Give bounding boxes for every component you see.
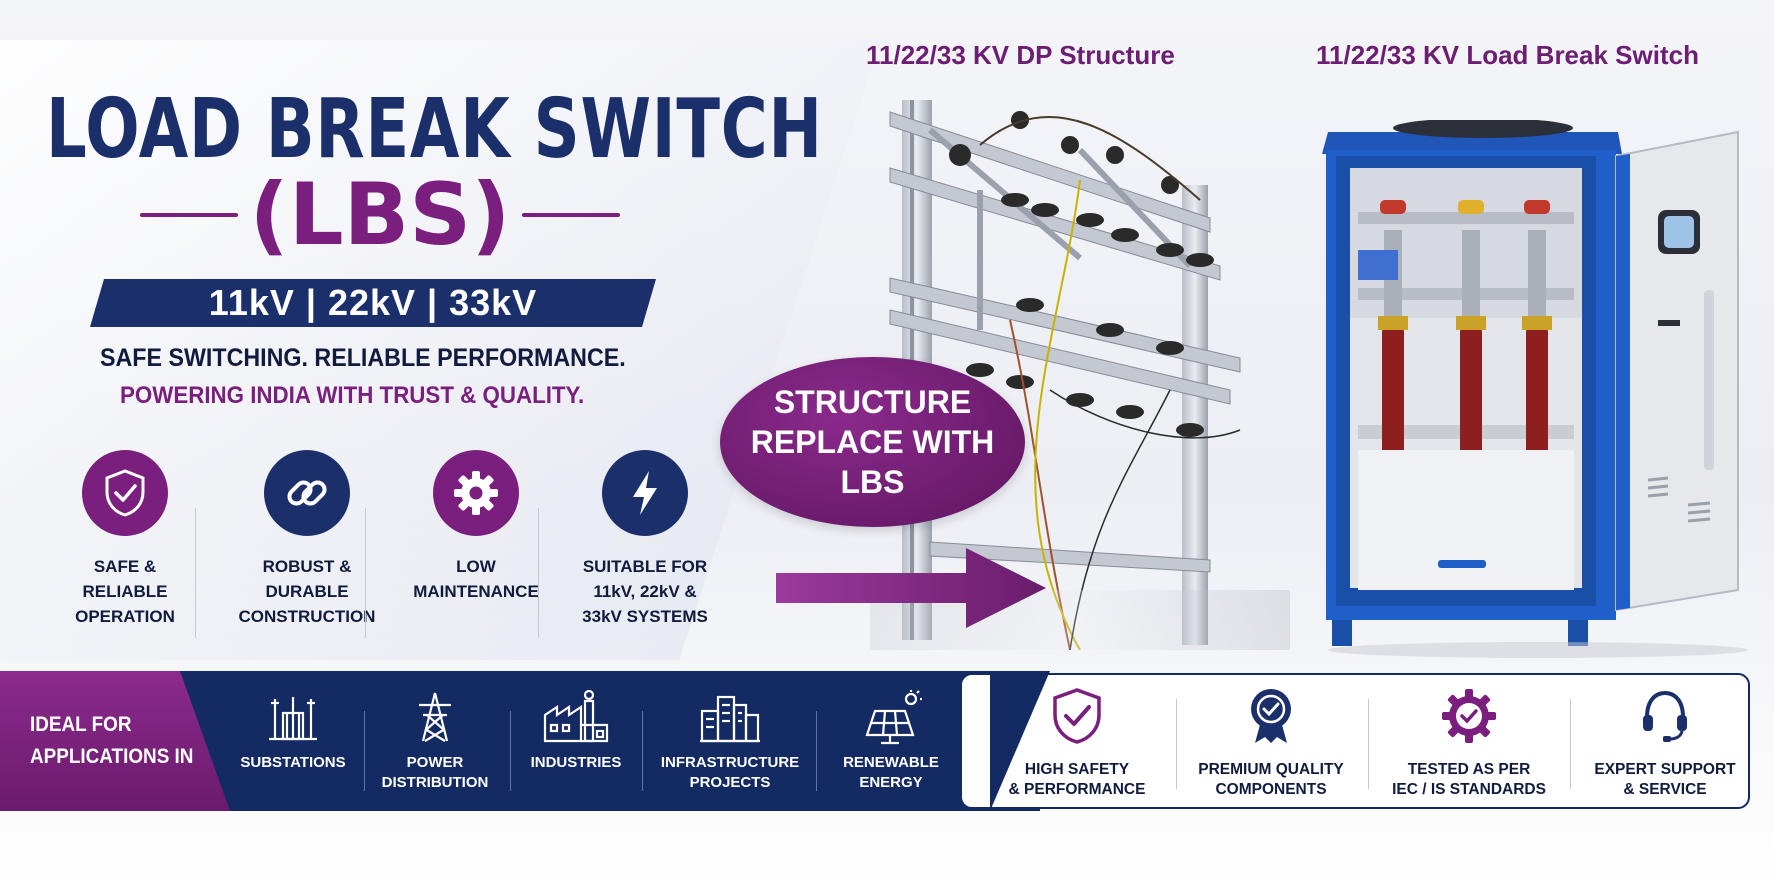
substation-icon <box>269 697 317 741</box>
label-line: 33kV SYSTEMS <box>582 607 708 626</box>
label-line: & PERFORMANCE <box>1008 781 1146 798</box>
feature-divider <box>538 508 539 638</box>
application-label: SUBSTATIONS <box>218 753 368 773</box>
quality-item: HIGH SAFETY & PERFORMANCE <box>982 687 1172 800</box>
label-line: APPLICATIONS IN <box>30 745 194 768</box>
application-divider <box>816 711 817 791</box>
buildings-icon <box>700 695 760 743</box>
quality-label: EXPERT SUPPORT & SERVICE <box>1570 760 1760 800</box>
label-line: SUBSTATIONS <box>240 754 346 771</box>
lbs-heading: 11/22/33 KV Load Break Switch <box>1316 40 1699 70</box>
callout-line: REPLACE WITH <box>750 424 995 460</box>
application-item: POWER DISTRIBUTION <box>360 689 510 793</box>
headset-icon <box>1643 690 1687 742</box>
label-line: CONSTRUCTION <box>238 607 376 626</box>
feature-divider <box>365 508 366 638</box>
feature-item: LOW MAINTENANCE <box>391 450 561 604</box>
label-line: IEC / IS STANDARDS <box>1392 781 1546 798</box>
application-divider <box>510 711 511 791</box>
label-line: INFRASTRUCTURE <box>660 754 800 771</box>
callout-line: STRUCTURE <box>773 384 972 420</box>
application-label: INDUSTRIES <box>501 753 651 773</box>
feature-divider <box>195 508 196 638</box>
application-divider <box>364 711 365 791</box>
gear-icon <box>433 450 519 536</box>
feature-item: SAFE & RELIABLE OPERATION <box>40 450 210 629</box>
quality-item: EXPERT SUPPORT & SERVICE <box>1570 687 1760 800</box>
application-item: INFRASTRUCTURE PROJECTS <box>655 689 805 793</box>
page-title: LOAD BREAK SWITCH <box>46 82 823 177</box>
application-divider <box>642 711 643 791</box>
label-line: EXPERT SUPPORT <box>1594 761 1736 778</box>
callout-line: LBS <box>840 464 905 500</box>
label-line: INDUSTRIES <box>530 754 622 771</box>
feature-label: SAFE & RELIABLE OPERATION <box>40 554 210 629</box>
quality-label: PREMIUM QUALITY COMPONENTS <box>1176 760 1366 800</box>
label-line: COMPONENTS <box>1215 781 1327 798</box>
application-label: RENEWABLE ENERGY <box>816 753 966 793</box>
shield-check-icon <box>1053 688 1101 744</box>
subtitle-dash-right <box>522 213 620 217</box>
label-line: IDEAL FOR <box>30 713 132 736</box>
shield-check-icon <box>82 450 168 536</box>
label-line: HIGH SAFETY <box>1024 761 1130 778</box>
label-line: ENERGY <box>859 774 923 791</box>
voltage-banner: 11kV | 22kV | 33kV <box>90 279 656 327</box>
quality-label: HIGH SAFETY & PERFORMANCE <box>982 760 1172 800</box>
feature-list: SAFE & RELIABLE OPERATION ROBUST & DURABLE C… <box>30 450 720 640</box>
label-line: SAFE & <box>93 557 157 576</box>
subtitle-row: (LBS) <box>140 165 620 265</box>
label-line: MAINTENANCE <box>413 582 539 601</box>
application-item: INDUSTRIES <box>501 689 651 773</box>
gear-check-icon <box>1442 689 1496 743</box>
application-label: INFRASTRUCTURE PROJECTS <box>655 753 805 793</box>
arrow-right-icon <box>776 548 1046 628</box>
label-line: RENEWABLE <box>843 754 939 771</box>
applications-bar: IDEAL FOR APPLICATIONS IN SUBSTATIONS PO… <box>0 671 1774 811</box>
tagline-secondary: POWERING INDIA WITH TRUST & QUALITY. <box>120 382 585 409</box>
lbs-cabinet-image <box>1322 120 1748 658</box>
label-line: DISTRIBUTION <box>381 774 489 791</box>
label-line: TESTED AS PER <box>1407 761 1531 778</box>
solar-panel-icon <box>865 690 922 745</box>
label-line: POWER <box>406 754 464 771</box>
callout-oval: STRUCTURE REPLACE WITH LBS <box>720 357 1025 527</box>
label-line: PREMIUM QUALITY <box>1198 761 1344 778</box>
quality-item: TESTED AS PER IEC / IS STANDARDS <box>1374 687 1564 800</box>
label-line: SUITABLE FOR <box>582 557 708 576</box>
label-line: LOW <box>456 557 496 576</box>
label-line: ROBUST & <box>262 557 352 576</box>
application-item: RENEWABLE ENERGY <box>816 689 966 793</box>
quality-divider <box>1368 699 1369 789</box>
quality-divider <box>1570 699 1571 789</box>
feature-label: ROBUST & DURABLE CONSTRUCTION <box>222 554 392 629</box>
label-line: OPERATION <box>75 607 175 626</box>
dp-structure-heading: 11/22/33 KV DP Structure <box>866 40 1175 70</box>
application-item: SUBSTATIONS <box>218 689 368 773</box>
factory-icon <box>543 689 609 743</box>
feature-item: ROBUST & DURABLE CONSTRUCTION <box>222 450 392 629</box>
chain-link-icon <box>264 450 350 536</box>
subtitle: (LBS) <box>249 165 511 265</box>
award-badge-icon <box>1251 689 1291 743</box>
application-label: POWER DISTRIBUTION <box>360 753 510 793</box>
label-line: & SERVICE <box>1623 781 1707 798</box>
feature-label: SUITABLE FOR 11kV, 22kV & 33kV SYSTEMS <box>560 554 730 629</box>
quality-label: TESTED AS PER IEC / IS STANDARDS <box>1374 760 1564 800</box>
transmission-tower-icon <box>419 692 451 742</box>
quality-item: PREMIUM QUALITY COMPONENTS <box>1176 687 1366 800</box>
tagline-primary: SAFE SWITCHING. RELIABLE PERFORMANCE. <box>100 344 626 372</box>
quality-divider <box>1176 699 1177 789</box>
label-line: RELIABLE <box>82 582 168 601</box>
applications-heading: IDEAL FOR APPLICATIONS IN <box>30 709 193 773</box>
label-line: PROJECTS <box>689 774 771 791</box>
feature-label: LOW MAINTENANCE <box>391 554 561 604</box>
subtitle-dash-left <box>140 213 238 217</box>
label-line: 11kV, 22kV & <box>593 582 697 601</box>
label-line: DURABLE <box>265 582 349 601</box>
feature-item: SUITABLE FOR 11kV, 22kV & 33kV SYSTEMS <box>560 450 730 629</box>
lightning-bolt-icon <box>602 450 688 536</box>
